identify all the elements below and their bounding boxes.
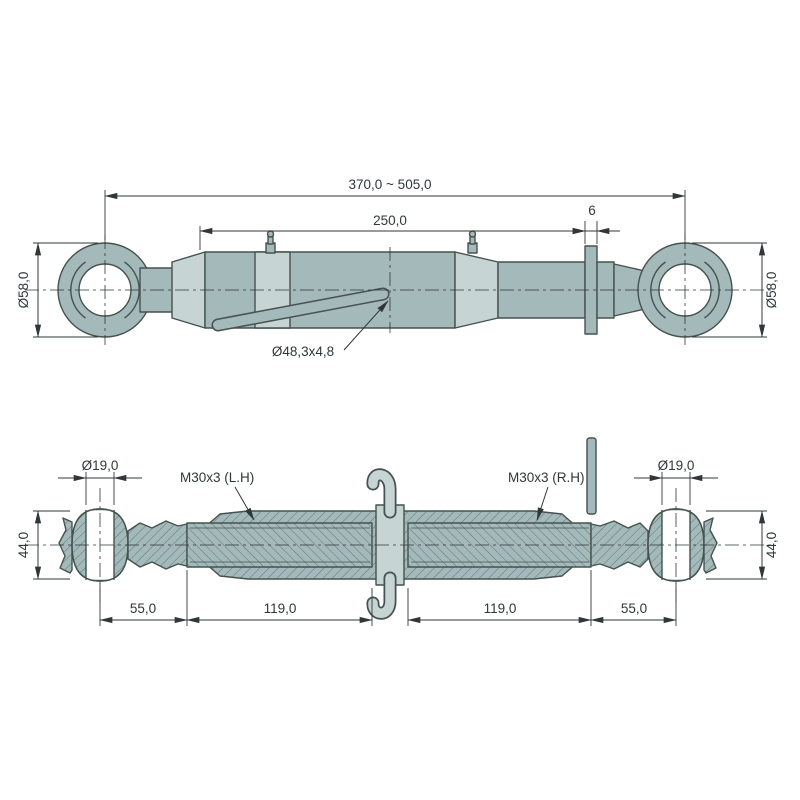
dim-ball-height-left: 44,0: [16, 532, 31, 558]
top-view: 370,0 ~ 505,0 250,0 6 Ø58,0 Ø58,0: [16, 177, 779, 359]
adjusting-handle: [211, 287, 390, 332]
callout-thread-left: M30x3 (L.H): [180, 470, 254, 485]
grease-nipple-right: [467, 230, 478, 254]
dim-eye-left: Ø58,0: [16, 242, 98, 338]
grease-nipple-left: [265, 230, 276, 254]
locking-pin: [586, 437, 597, 515]
section-view-part: [58, 437, 718, 620]
dim-segment-right-inner: 119,0: [484, 601, 517, 616]
section-view: Ø19,0 Ø19,0 M30x3 (L.H) M30x3 (R.H) 44,0: [16, 437, 779, 626]
callout-thread-right: M30x3 (R.H): [508, 470, 585, 485]
dim-pin-hole-right: Ø19,0: [658, 458, 695, 473]
dim-ball-height-right: 44,0: [706, 510, 779, 580]
dim-overall: 370,0 ~ 505,0: [104, 177, 686, 240]
callout-tube-spec: Ø48,3x4,8: [272, 344, 334, 359]
left-socket-break: [58, 517, 73, 574]
center-hook-top: [368, 470, 395, 517]
dim-eye-diameter-right: Ø58,0: [764, 272, 779, 309]
left-ball-seat-arc: [124, 261, 140, 319]
top-view-part: [57, 230, 733, 338]
callout-thread-left: M30x3 (L.H): [180, 470, 255, 521]
dim-overall-length: 370,0 ~ 505,0: [349, 177, 432, 192]
dim-washer-thickness: 6: [588, 203, 596, 218]
dim-segment-left-inner: 119,0: [264, 601, 297, 616]
dim-body: 250,0: [199, 213, 586, 250]
dim-pin-hole-right: Ø19,0: [634, 458, 718, 505]
dim-segment-left-outer: 55,0: [130, 601, 156, 616]
callout-thread-right: M30x3 (R.H): [508, 470, 585, 521]
center-hook-bottom: [368, 573, 395, 618]
right-socket-break: [703, 517, 718, 574]
callout-tube: Ø48,3x4,8: [272, 300, 389, 359]
dim-segments: 55,0 119,0 119,0 55,0: [99, 570, 677, 626]
dim-eye-right: Ø58,0: [692, 242, 779, 338]
dim-segment-right-outer: 55,0: [621, 601, 647, 616]
dim-pin-hole-left: Ø19,0: [58, 458, 142, 505]
dim-washer: 6: [563, 203, 620, 244]
dim-eye-diameter-left: Ø58,0: [16, 272, 31, 309]
dim-ball-height-right: 44,0: [764, 532, 779, 558]
dim-body-length: 250,0: [373, 213, 407, 228]
dim-ball-height-left: 44,0: [16, 510, 70, 580]
dim-pin-hole-left: Ø19,0: [82, 458, 119, 473]
